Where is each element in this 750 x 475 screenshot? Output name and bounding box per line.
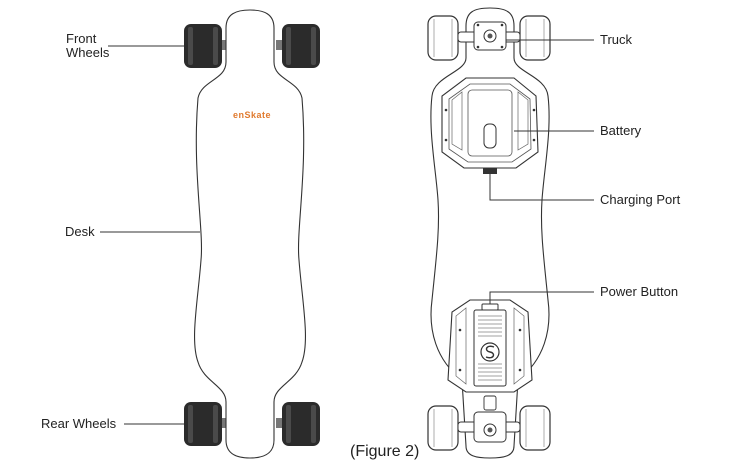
- board-top-view: enSkate: [184, 9, 320, 459]
- label-front-wheels-line2: Wheels: [66, 45, 110, 60]
- label-desk: Desk: [65, 224, 95, 239]
- front-wheel-right: [282, 24, 320, 68]
- label-power-button: Power Button: [600, 284, 679, 299]
- label-rear-wheels: Rear Wheels: [41, 416, 117, 431]
- leader-power-button: [489, 291, 594, 304]
- label-charging-port: Charging Port: [600, 192, 681, 207]
- battery-enclosure: [441, 77, 539, 174]
- esc-enclosure: [447, 299, 533, 393]
- label-front-wheels-line1: Front: [66, 31, 97, 46]
- board-bottom-view: [427, 7, 551, 459]
- figure-caption: (Figure 2): [350, 443, 420, 460]
- front-truck: [427, 15, 551, 61]
- rear-wheel-left: [184, 402, 222, 446]
- label-battery: Battery: [600, 123, 642, 138]
- brand-logo: enSkate: [233, 110, 271, 120]
- label-front-wheels: Front Wheels: [66, 32, 109, 60]
- label-truck: Truck: [600, 32, 633, 47]
- deck-outline: [194, 9, 306, 459]
- charging-port: [483, 168, 497, 174]
- power-button: [481, 303, 499, 311]
- front-wheel-left: [184, 24, 222, 68]
- rear-truck: [427, 395, 551, 451]
- leader-charging-port: [489, 174, 594, 201]
- rear-wheel-right: [282, 402, 320, 446]
